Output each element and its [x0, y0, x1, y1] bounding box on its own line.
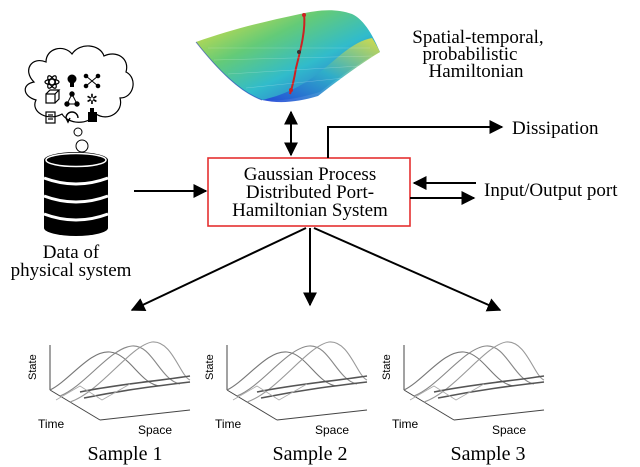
- sample-plot-1: State Time Space: [27, 341, 191, 437]
- io-port-label: Input/Output port: [484, 180, 618, 201]
- gear-icon: ✲: [86, 91, 98, 107]
- center-label-line3: Hamiltonian System: [232, 200, 388, 221]
- lightbulb-icon: [67, 74, 77, 87]
- sample-1-state-axis: State: [27, 354, 39, 380]
- sample-1-time-axis: Time: [38, 417, 65, 431]
- arrow-to-sample-1: [130, 227, 307, 311]
- atom-icon: [44, 75, 60, 89]
- sample-3-state-axis: State: [381, 354, 393, 380]
- svg-text:✲: ✲: [86, 91, 98, 107]
- molecule-icon: [64, 91, 80, 107]
- sample-plot-3: State Time Space: [381, 341, 545, 437]
- network-icon: [83, 73, 101, 89]
- sample-3-label: Sample 3: [451, 443, 526, 465]
- sample-2-time-axis: Time: [215, 417, 242, 431]
- hamiltonian-surface-icon: [195, 10, 380, 103]
- center-box: [207, 157, 411, 227]
- sample-1-label: Sample 1: [88, 443, 163, 465]
- recycle-icon: [65, 111, 79, 124]
- data-label-line2: physical system: [11, 260, 132, 281]
- arrow-dissipation: [327, 120, 504, 158]
- center-label-line2: Distributed Port-: [246, 182, 374, 203]
- sample-3-time-axis: Time: [392, 417, 419, 431]
- connector-arrows: [130, 110, 504, 312]
- sample-2-label: Sample 2: [273, 443, 348, 465]
- hamiltonian-label-line1: Spatial-temporal,: [412, 27, 543, 48]
- hamiltonian-label-line2: probabilistic: [423, 44, 518, 65]
- sample-3-space-axis: Space: [492, 423, 526, 437]
- sample-plot-2: State Time Space: [204, 341, 368, 437]
- hamiltonian-label-line3: Hamiltonian: [429, 61, 524, 82]
- sample-2-state-axis: State: [204, 354, 216, 380]
- arrow-to-sample-3: [313, 227, 502, 312]
- data-label-line1: Data of: [43, 242, 100, 263]
- database-icon: [43, 152, 109, 236]
- sample-1-space-axis: Space: [138, 423, 172, 437]
- sample-2-space-axis: Space: [315, 423, 349, 437]
- circuit-icon: [45, 111, 56, 124]
- lab-icon: [88, 108, 97, 122]
- dissipation-label: Dissipation: [512, 118, 599, 139]
- center-label-line1: Gaussian Process: [244, 164, 376, 185]
- thought-cloud-icon: ✲: [24, 45, 134, 153]
- cube-icon: [45, 89, 61, 104]
